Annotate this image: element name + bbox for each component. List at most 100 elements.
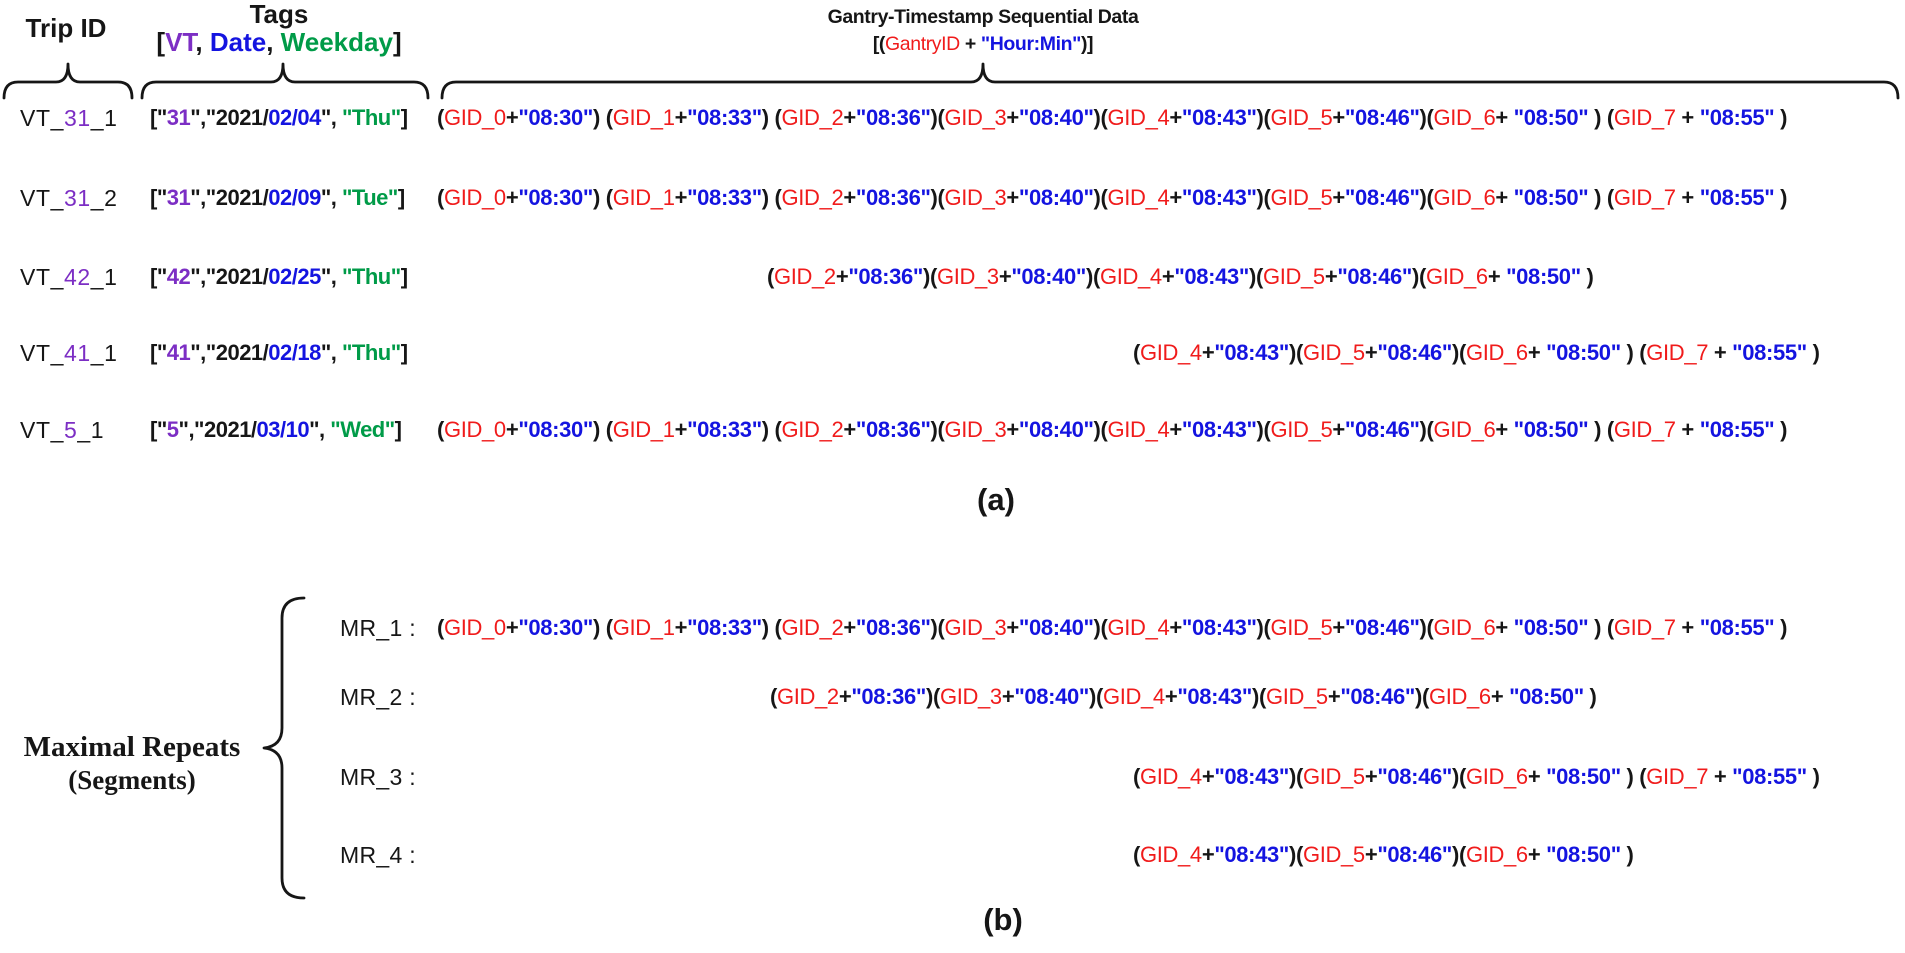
text-segment: ): [923, 264, 930, 289]
text-segment: ): [1588, 105, 1607, 130]
text-segment: GID_0: [443, 105, 506, 130]
text-segment: (: [1459, 764, 1466, 789]
text-segment: ): [1289, 764, 1296, 789]
text-segment: +: [1201, 340, 1215, 365]
text-segment: +: [1487, 264, 1507, 289]
text-segment: GID_3: [939, 684, 1002, 709]
text-segment: +: [1364, 842, 1378, 867]
text-segment: GID_7: [1646, 340, 1709, 365]
text-segment: +: [674, 105, 688, 130]
text-segment: +: [1201, 842, 1215, 867]
text-segment: +: [1364, 764, 1378, 789]
text-segment: "Thu": [342, 340, 401, 365]
text-segment: ): [1774, 615, 1788, 640]
text-segment: +: [959, 33, 981, 55]
text-segment: "08:50": [1513, 417, 1589, 442]
text-segment: VT_: [20, 417, 64, 443]
text-segment: +: [1495, 615, 1514, 640]
text-segment: (: [1419, 264, 1426, 289]
text-segment: _1: [77, 417, 105, 443]
text-segment: +: [835, 264, 849, 289]
text-segment: ): [1620, 842, 1634, 867]
text-segment: (: [437, 185, 444, 210]
tags-column-header-title: Tags: [249, 0, 309, 29]
text-segment: 02/09: [268, 185, 321, 210]
text-segment: "08:55": [1699, 185, 1775, 210]
text-segment: [": [150, 340, 167, 365]
text-segment: (: [1100, 185, 1108, 210]
text-segment: 42: [63, 264, 91, 290]
text-segment: ): [1419, 417, 1427, 442]
text-segment: "08:46": [1377, 340, 1453, 365]
text-segment: +: [505, 615, 519, 640]
text-segment: "08:46": [1344, 615, 1420, 640]
text-segment: GID_1: [612, 615, 675, 640]
text-segment: +: [1495, 185, 1514, 210]
text-segment: GID_4: [1102, 684, 1165, 709]
trip-tags-value: ["42","2021/02/25", "Thu"]: [150, 262, 408, 292]
text-segment: +: [1364, 340, 1378, 365]
text-segment: "08:36": [855, 185, 931, 210]
text-segment: ): [1252, 684, 1259, 709]
text-segment: (: [1459, 340, 1466, 365]
text-segment: (: [774, 417, 782, 442]
text-segment: (: [605, 615, 613, 640]
text-segment: GID_6: [1433, 417, 1496, 442]
text-segment: GID_2: [781, 185, 844, 210]
text-segment: GID_4: [1107, 417, 1170, 442]
text-segment: GID_5: [1270, 105, 1333, 130]
text-segment: (: [930, 264, 937, 289]
mr-label: MR_3 :: [340, 764, 423, 790]
text-segment: +: [1006, 417, 1019, 442]
text-segment: ): [1089, 684, 1096, 709]
text-segment: ): [1419, 615, 1427, 640]
text-segment: +: [1169, 417, 1182, 442]
text-segment: GID_1: [612, 105, 675, 130]
text-segment: +: [1527, 764, 1547, 789]
text-segment: 02/04: [268, 105, 321, 130]
text-segment: +: [505, 417, 519, 442]
text-segment: +: [1675, 615, 1700, 640]
text-segment: ): [1806, 340, 1820, 365]
text-segment: (: [605, 417, 613, 442]
text-segment: ): [1588, 185, 1607, 210]
text-segment: ): [1583, 684, 1597, 709]
text-segment: +: [1169, 105, 1182, 130]
mr-sequence: (GID_4+"08:43")(GID_5+"08:46")(GID_6+ "0…: [1133, 840, 1634, 870]
text-segment: +: [1006, 615, 1019, 640]
text-segment: +: [843, 615, 856, 640]
text-segment: _1: [90, 264, 118, 290]
text-segment: +: [505, 185, 519, 210]
text-segment: GID_1: [612, 417, 675, 442]
text-segment: "08:40": [1014, 684, 1090, 709]
text-segment: (: [1426, 185, 1434, 210]
text-segment: (: [937, 417, 945, 442]
text-segment: "Wed": [330, 417, 395, 442]
mr-label: MR_4 :: [340, 842, 423, 868]
text-segment: "08:50": [1546, 842, 1621, 867]
text-segment: ",: [320, 264, 342, 289]
text-segment: (: [937, 105, 945, 130]
text-segment: "08:55": [1699, 615, 1775, 640]
text-segment: (: [605, 105, 613, 130]
text-segment: ): [930, 615, 938, 640]
text-segment: "08:33": [687, 417, 762, 442]
text-segment: ): [926, 684, 933, 709]
text-segment: VT_: [20, 105, 64, 131]
text-segment: Weekday: [280, 27, 393, 57]
text-segment: _2: [90, 185, 118, 211]
text-segment: GID_4: [1107, 185, 1170, 210]
text-segment: ): [930, 105, 938, 130]
text-segment: +: [1001, 684, 1015, 709]
text-segment: ): [1620, 764, 1640, 789]
gantry-column-header-title: Gantry-Timestamp Sequential Data: [827, 6, 1139, 28]
text-segment: ","2021/: [190, 264, 269, 289]
text-segment: "08:46": [1377, 764, 1453, 789]
text-segment: GID_6: [1433, 185, 1496, 210]
text-segment: (: [1100, 417, 1108, 442]
text-segment: GID_3: [944, 417, 1007, 442]
text-segment: GID_2: [776, 684, 839, 709]
text-segment: ): [1774, 417, 1788, 442]
mr-sequence: (GID_4+"08:43")(GID_5+"08:46")(GID_6+ "0…: [1133, 762, 1820, 792]
text-segment: "08:43": [1214, 842, 1290, 867]
